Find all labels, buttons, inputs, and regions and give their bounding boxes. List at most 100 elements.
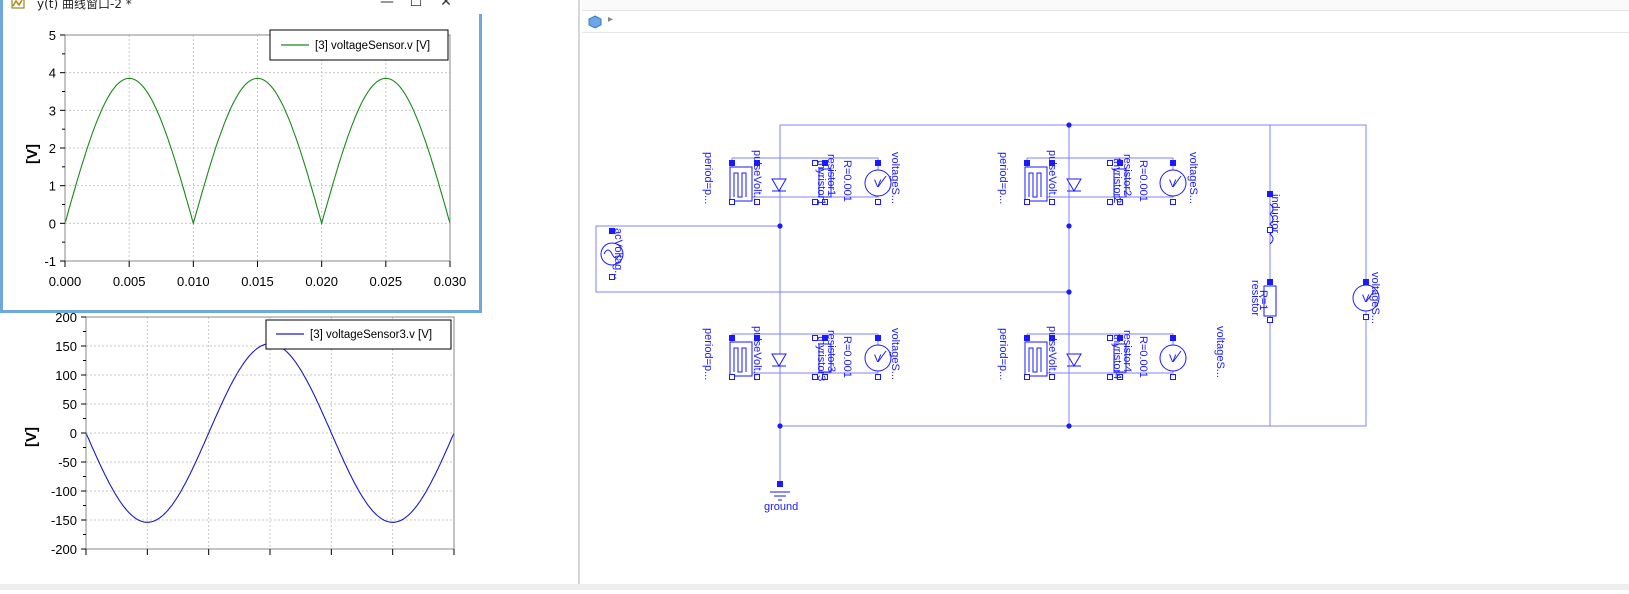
connector-pin [812,160,818,166]
junction-dot [1066,223,1072,229]
close-icon[interactable]: ✕ [440,0,452,10]
connector-pin [1049,160,1055,166]
pulse-wave-icon [733,347,747,373]
connector-pin [1170,335,1176,341]
y-tick-label: 4 [49,66,56,81]
pulse-voltage-block [1024,341,1048,377]
connector-pin [1267,317,1273,323]
resistor-icon [1263,285,1277,317]
connector-pin [1267,279,1273,285]
connector-pin [1117,160,1123,166]
connector-pin [812,374,818,380]
label-pulse-2: pulseVolt... [1046,150,1058,204]
connector-pin [822,374,828,380]
label-resistor-4: resistor4 [1121,330,1133,372]
voltmeter-icon [1159,344,1187,372]
voltmeter-v-glyph: V [1362,293,1370,305]
chevron-right-icon[interactable]: ▸ [608,14,614,25]
connector-pin [1024,374,1030,380]
label-thyristor-2: thyristor2 [1111,158,1123,203]
plot-grid [85,316,455,550]
wire [779,124,1367,427]
label-vs-1: voltageS... [889,152,901,204]
model-icon[interactable] [588,15,602,29]
label-inductor: inductor [1269,194,1281,233]
voltmeter-icon [864,169,892,197]
plot-legend[interactable]: [3] voltageSensor3.v [V] [265,319,452,350]
junction-dot [1066,122,1072,128]
x-tick-label: 0.030 [434,274,467,289]
label-r-load: R=1 [1257,290,1269,311]
connector-pin [822,335,828,341]
plot-legend[interactable]: [3] voltageSensor.v [V] [269,29,449,61]
x-tick-label: 0.020 [305,274,338,289]
label-resistor-3: resistor3 [825,330,837,372]
connector-pin [1363,314,1369,320]
x-tick-label: 0.025 [370,274,403,289]
label-pulse-1: pulseVolt... [751,150,763,204]
connector-pin [1024,160,1030,166]
connector-pin [1049,335,1055,341]
panel-divider[interactable] [578,0,580,590]
connector-pin [1117,335,1123,341]
window-titlebar[interactable]: y(t) 曲线窗口-2 * — ☐ ✕ [3,0,485,14]
label-vs-load: voltageS... [1369,272,1381,324]
label-r-2: R=0.001 [1137,160,1149,202]
label-resistor-load: resistor [1249,280,1261,316]
connector-pin [1024,335,1030,341]
connector-pin [875,335,881,341]
connector-pin [754,374,760,380]
label-period-2: period=p... [997,152,1009,204]
connector-pin [812,335,818,341]
maximize-icon[interactable]: ☐ [409,0,423,10]
label-pulse-4: pulseVolt... [1046,326,1058,380]
label-vs-4: voltageS... [1214,326,1226,378]
label-period-4: period=p... [997,328,1009,380]
y-tick-label: 200 [55,313,77,325]
legend-entry: [3] voltageSensor.v [V] [315,40,430,52]
resistor-icon [1113,343,1127,373]
y-tick-label: 2 [49,141,56,156]
minimize-icon[interactable]: — [380,0,394,10]
y-tick-label: 1 [49,179,56,194]
label-period-3: period=p... [702,328,714,380]
y-tick-label: 0 [70,426,77,441]
plot-y-label: [V] [24,144,41,164]
inductor-icon [1269,203,1274,245]
label-pulse-3: pulseVolt... [751,326,763,380]
connector-pin [609,228,615,234]
connector-pin [609,274,615,280]
connector-pin [1107,160,1113,166]
junction-dot [777,223,783,229]
label-period-1: period=p... [702,152,714,204]
connector-pin [875,199,881,205]
plot-y-label: [V] [23,427,40,447]
x-tick-label: 0.000 [49,274,82,289]
pulse-voltage-block [1024,166,1048,202]
label-ac-voltage: acVoltag... [612,228,624,279]
label-ground: ground [764,501,798,513]
plot-app-icon [11,0,25,9]
voltmeter-needle [877,350,887,363]
pulse-wave-icon [733,172,747,198]
connector-pin [729,199,735,205]
connector-pin [822,199,828,205]
thyristor-icon [771,353,787,367]
connector-pin [1170,160,1176,166]
label-vs-3: voltageS... [889,328,901,380]
pulse-voltage-block [729,166,753,202]
pulse-wave-icon [1028,172,1042,198]
label-resistor-2: resistor2 [1121,154,1133,196]
label-thyristor-3: thyristor3 [815,336,827,381]
junction-dot [777,423,783,429]
y-tick-label: 5 [49,28,56,43]
connector-pin [1107,199,1113,205]
label-vs-2: voltageS... [1187,152,1199,204]
diagram-tab-strip [582,0,1629,11]
ac-sine-glyph [603,249,621,259]
connector-pin [875,374,881,380]
